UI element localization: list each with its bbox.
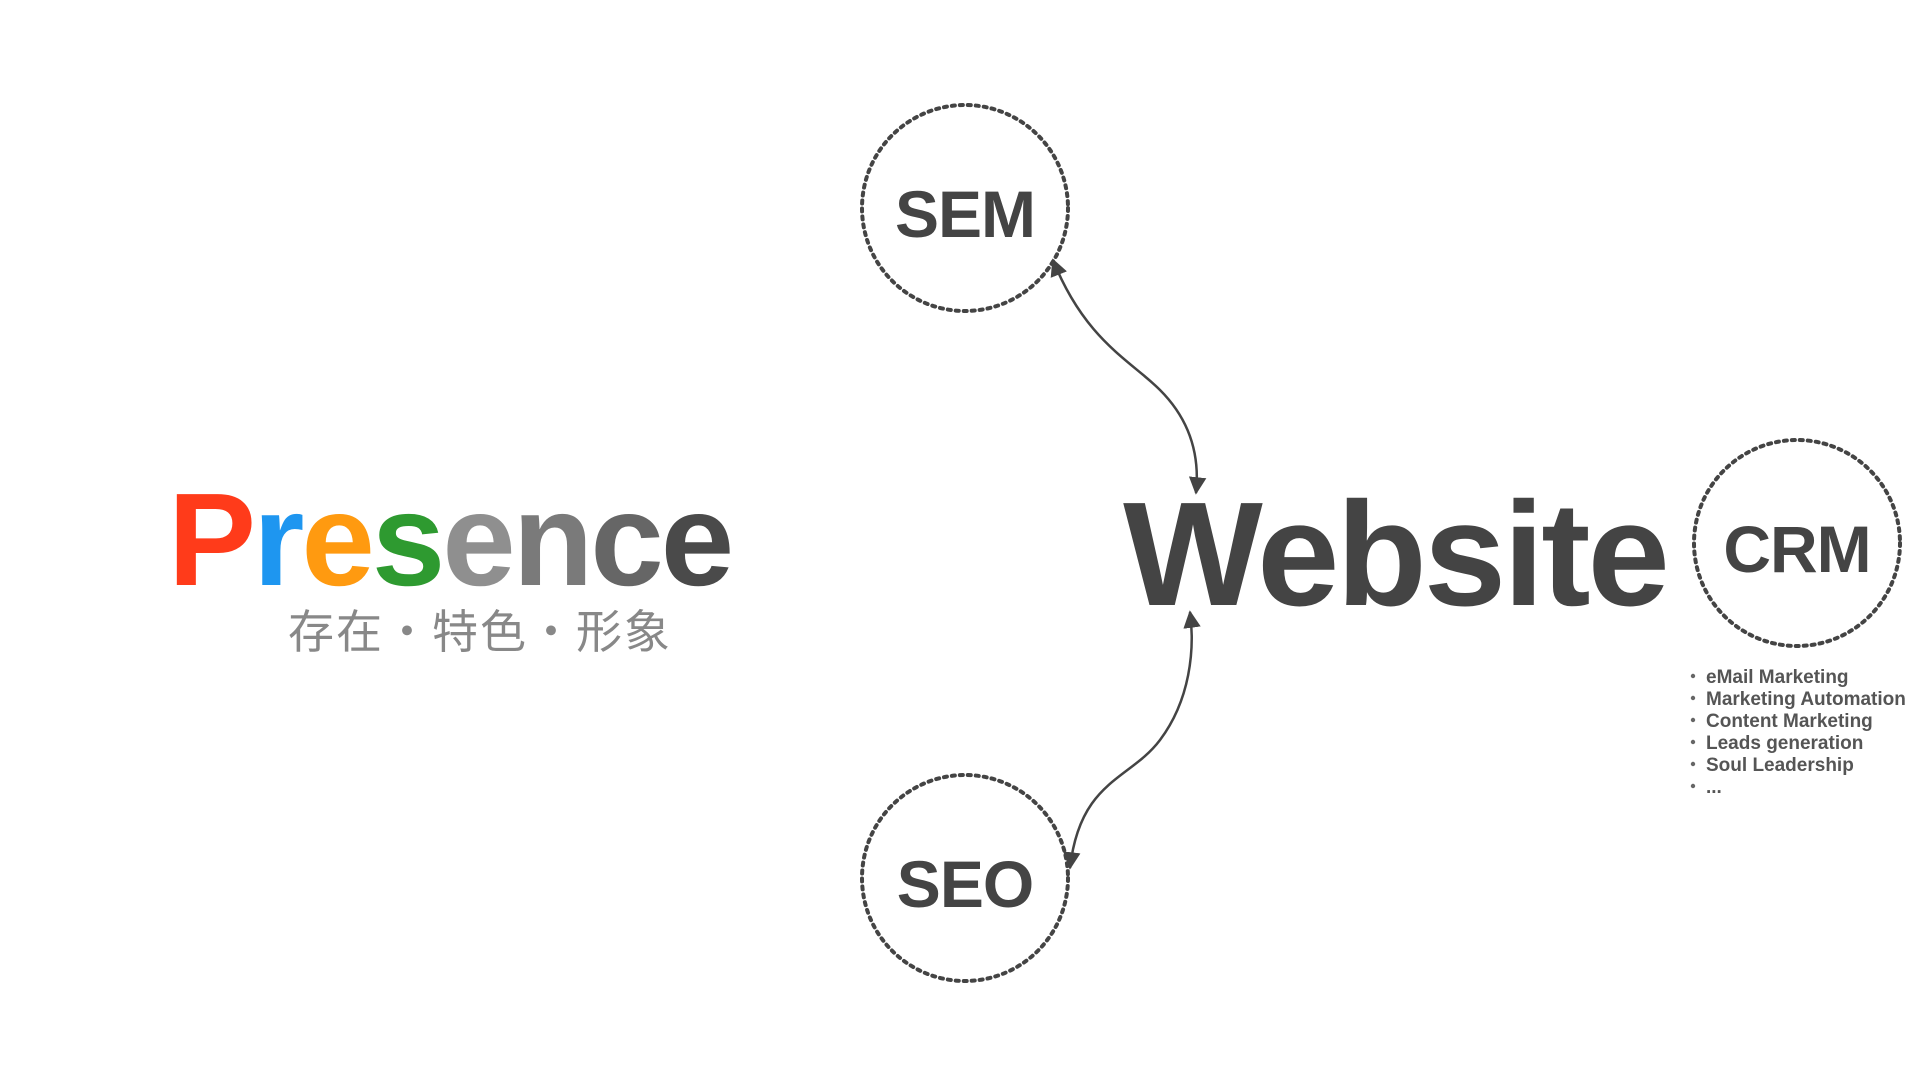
crm-list-item-text: Marketing Automation [1706, 689, 1906, 710]
sem-node: SEM [860, 103, 1070, 313]
bullet-dot-icon [1690, 739, 1696, 745]
crm-list-item-text: Soul Leadership [1706, 755, 1854, 776]
crm-node: CRM [1692, 438, 1902, 648]
list-item: ... [1690, 777, 1722, 798]
sem-ring [860, 103, 1070, 313]
presence-letter: e [661, 466, 731, 613]
seo-label: SEO [897, 847, 1033, 921]
crm-label: CRM [1723, 512, 1870, 586]
presence-letter: P [168, 466, 253, 613]
crm-list-item-text: ... [1706, 777, 1722, 798]
bullet-dot-icon [1690, 717, 1696, 723]
list-item: Content Marketing [1690, 711, 1873, 732]
sem-label: SEM [895, 177, 1035, 251]
website-seo-connector [1063, 610, 1201, 870]
presence-subtitle: 存在・特色・形象 [288, 605, 672, 659]
presence-letter: s [372, 466, 442, 613]
list-item: eMail Marketing [1690, 667, 1849, 688]
presence-letter: r [253, 466, 303, 613]
list-item: Marketing Automation [1690, 689, 1906, 710]
list-item: Soul Leadership [1690, 755, 1854, 776]
crm-list: eMail Marketing Marketing Automation Con… [1690, 667, 1906, 798]
bullet-dot-icon [1690, 761, 1696, 767]
sem-website-connector [1050, 258, 1207, 495]
bullet-dot-icon [1690, 783, 1696, 789]
seo-node: SEO [860, 773, 1070, 983]
presence-letter: e [442, 466, 512, 613]
list-item: Leads generation [1690, 733, 1863, 754]
bullet-dot-icon [1690, 673, 1696, 679]
website-title: Website [1123, 472, 1667, 637]
crm-list-item-text: Leads generation [1706, 733, 1863, 754]
crm-list-item-text: Content Marketing [1706, 711, 1873, 732]
presence-title: Presence [168, 466, 731, 613]
presence-letter: c [590, 466, 660, 613]
seo-ring [860, 773, 1070, 983]
presence-letter: n [513, 466, 591, 613]
crm-ring [1692, 438, 1902, 648]
crm-list-item-text: eMail Marketing [1706, 667, 1849, 688]
bullet-dot-icon [1690, 695, 1696, 701]
presence-letter: e [301, 466, 371, 613]
